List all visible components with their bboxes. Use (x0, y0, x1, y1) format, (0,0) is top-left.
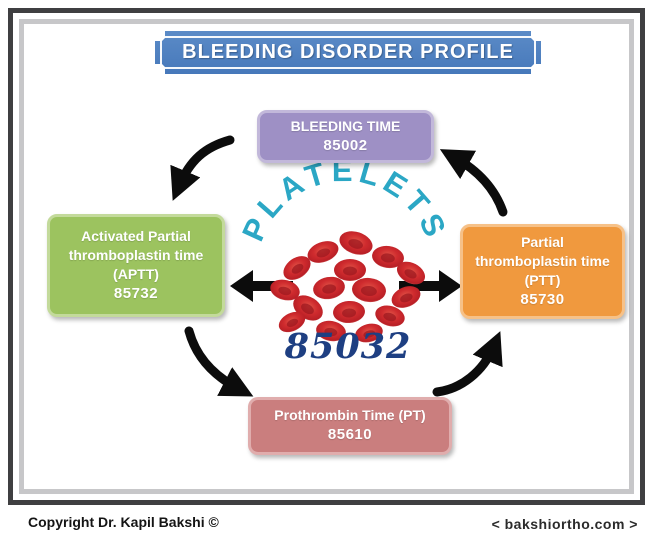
node-ptt-code: 85730 (520, 290, 565, 308)
arrow-top-to-left-icon (170, 135, 235, 201)
node-pt-code: 85610 (327, 426, 373, 444)
arrow-left-icon (230, 270, 293, 302)
node-bleeding-time: BLEEDING TIME 85002 (257, 110, 434, 163)
node-ptt: Partial thromboplastin time (PTT) 85730 (460, 224, 625, 319)
node-aptt: Activated Partial thromboplastin time (A… (47, 214, 225, 317)
website-link: < bakshiortho.com > (491, 516, 638, 532)
arrow-right-to-top-icon (439, 149, 508, 217)
node-aptt-label: Activated Partial thromboplastin time (A… (68, 228, 204, 282)
page-title: BLEEDING DISORDER PROFILE (182, 41, 514, 63)
center-label-arched: PLATELETS (235, 153, 455, 246)
red-blood-cells-illustration (270, 231, 426, 343)
arrow-right-icon (399, 270, 462, 302)
node-pt-label: Prothrombin Time (PT) (274, 407, 426, 424)
cycle-arrows (170, 135, 508, 397)
node-bleeding-time-code: 85002 (323, 136, 368, 154)
center-code: 85032 (284, 326, 412, 367)
node-ptt-label: Partial thromboplastin time (PTT) (475, 234, 610, 288)
arrow-left-to-bottom-icon (184, 326, 254, 397)
center-label-text: PLATELETS (232, 150, 453, 249)
copyright-text: Copyright Dr. Kapil Bakshi © (28, 514, 219, 530)
arrow-bottom-to-right-icon (432, 331, 503, 397)
node-bleeding-time-label: BLEEDING TIME (290, 117, 401, 134)
node-aptt-code: 85732 (113, 284, 159, 302)
node-pt: Prothrombin Time (PT) 85610 (248, 397, 452, 455)
